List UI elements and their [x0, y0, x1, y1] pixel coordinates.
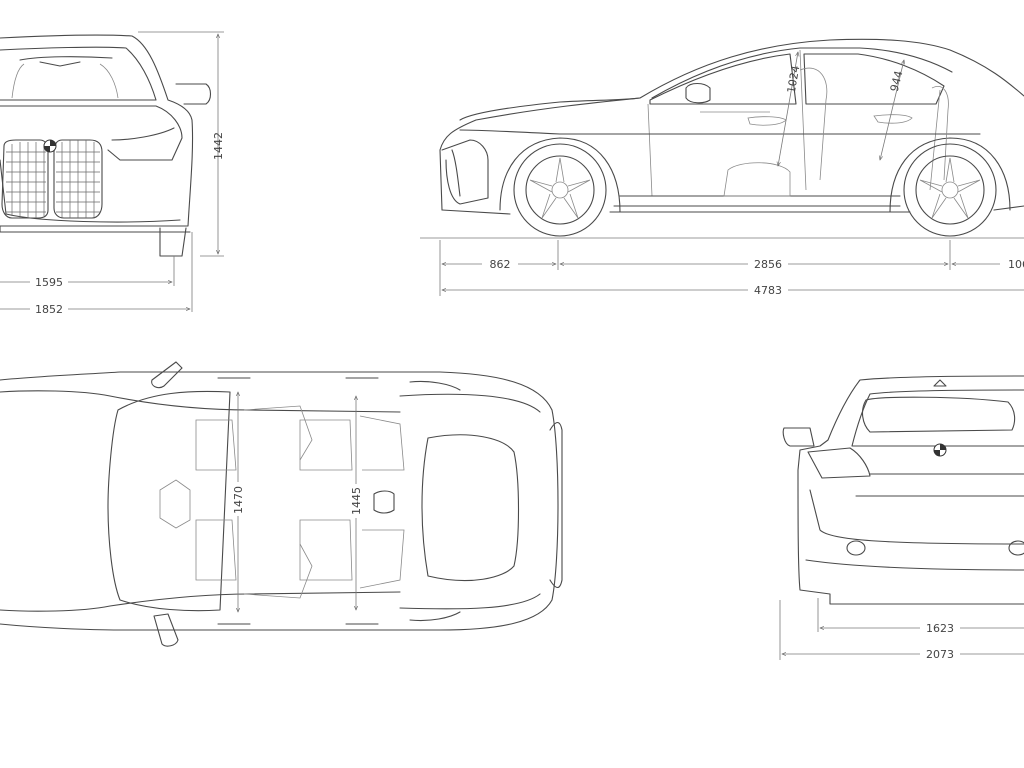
front-view: 1442 1595 1852: [0, 31, 225, 316]
top-view: 1470 1445: [0, 361, 563, 647]
front-overall-width-label: 1852: [35, 303, 63, 316]
kidney-grille-right: [53, 139, 103, 219]
side-view: 1024 944 862 2856 1065 4783: [420, 38, 1024, 297]
rear-view: 1623 2073: [779, 375, 1024, 661]
overall-length-label: 4783: [754, 284, 782, 297]
rear-wheel: [903, 143, 997, 237]
front-height-label: 1442: [212, 132, 225, 160]
rear-shoulder-width-label: 1445: [350, 487, 363, 515]
wheelbase-label: 2856: [754, 258, 782, 271]
front-track-label: 1595: [35, 276, 63, 289]
front-headroom-label: 1024: [785, 64, 803, 94]
front-overhang-label: 862: [490, 258, 511, 271]
rear-overhang-label: 1065: [1008, 258, 1024, 271]
rear-track-label: 1623: [926, 622, 954, 635]
front-shoulder-width-label: 1470: [232, 486, 245, 514]
front-wheel: [513, 143, 607, 237]
kidney-grille-left: [1, 139, 49, 219]
width-incl-mirrors-label: 2073: [926, 648, 954, 661]
rear-headroom-label: 944: [888, 69, 906, 93]
